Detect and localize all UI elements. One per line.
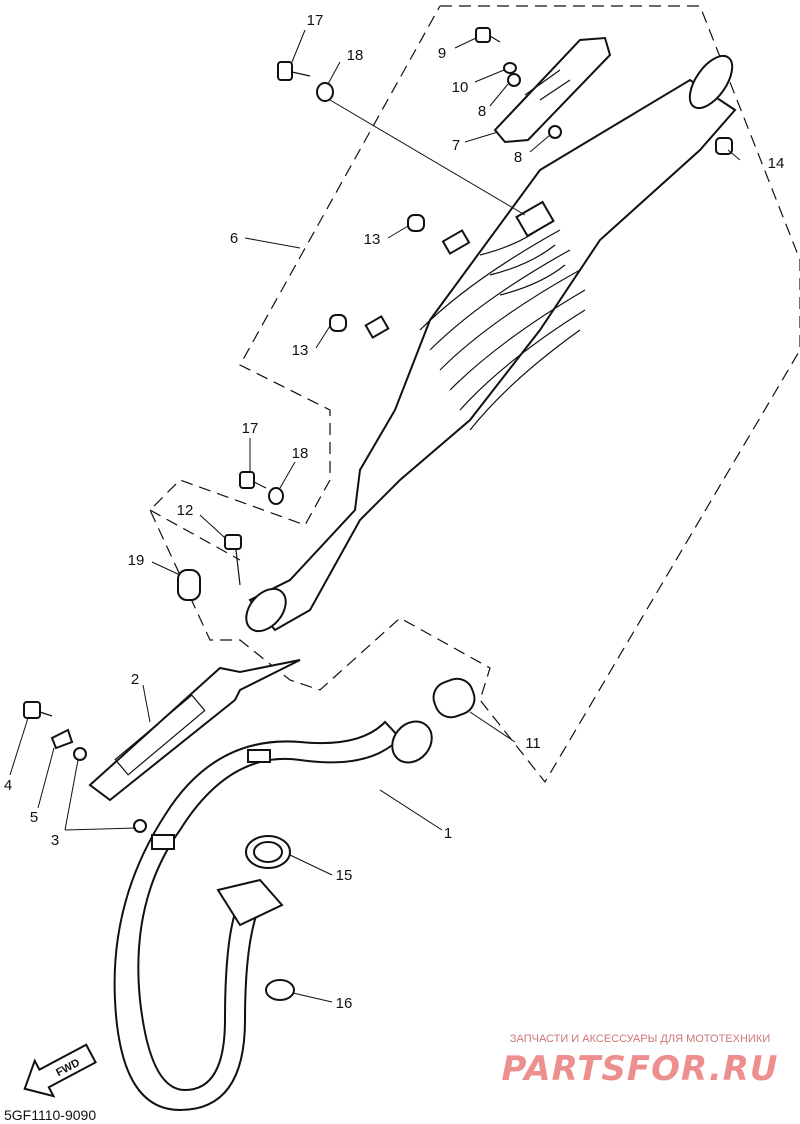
part-label-5: 5	[30, 809, 38, 826]
leader-lines	[9, 29, 741, 1003]
washer-3a	[73, 747, 87, 761]
part-label-15: 15	[336, 867, 353, 884]
part-label-4: 4	[4, 777, 12, 794]
part-label-16: 16	[336, 995, 353, 1012]
exhaust-protector	[88, 659, 301, 802]
part-label-13: 13	[292, 342, 309, 359]
rubber-13a	[407, 214, 425, 232]
part-label-8: 8	[514, 149, 522, 166]
watermark: ЗАПЧАСТИ И АКСЕССУАРЫ ДЛЯ МОТОТЕХНИКИ PA…	[501, 1033, 778, 1089]
part-label-17: 17	[242, 420, 259, 437]
watermark-brand: PARTSFOR.RU	[501, 1049, 778, 1089]
assembly-boundary	[149, 5, 800, 784]
part-label-7: 7	[452, 137, 460, 154]
watermark-subtitle: ЗАПЧАСТИ И АКСЕССУАРЫ ДЛЯ МОТОТЕХНИКИ	[510, 1033, 770, 1045]
washer-18a	[316, 82, 334, 102]
part-label-14: 14	[768, 155, 785, 172]
gasket-15-inner	[253, 841, 283, 863]
part-label-6: 6	[230, 230, 238, 247]
muffler-protector	[493, 36, 612, 144]
diagram-code: 5GF1110-9090	[4, 1107, 96, 1123]
part-label-10: 10	[452, 79, 469, 96]
part-label-9: 9	[438, 45, 446, 62]
part-label-1: 1	[444, 825, 452, 842]
part-label-12: 12	[177, 502, 194, 519]
part-label-18: 18	[292, 445, 309, 462]
part-label-8: 8	[478, 103, 486, 120]
part-label-13: 13	[364, 231, 381, 248]
bolt-4	[23, 701, 41, 719]
washer-18b	[268, 487, 284, 505]
part-label-18: 18	[347, 47, 364, 64]
part-label-19: 19	[128, 552, 145, 569]
part-label-2: 2	[131, 671, 139, 688]
collar-5	[50, 728, 74, 750]
washer-10	[503, 62, 517, 74]
washer-3b	[133, 819, 147, 833]
bolt-9	[475, 27, 491, 43]
fwd-arrow: FWD	[23, 1043, 97, 1098]
muffler-assembly	[245, 54, 737, 633]
exhaust-pipe	[113, 720, 433, 1112]
part-label-17: 17	[307, 12, 324, 29]
bolt-17a	[277, 61, 293, 81]
part-label-3: 3	[51, 832, 59, 849]
nut-16	[265, 979, 295, 1001]
hardware	[23, 27, 733, 1001]
grommet-19	[177, 569, 201, 601]
part-label-11: 11	[525, 735, 541, 752]
nut-8a	[507, 73, 521, 87]
nut-8b	[548, 125, 562, 139]
bush-11	[432, 677, 476, 719]
rubber-13b	[329, 314, 347, 332]
bolt-12	[224, 534, 242, 550]
bolt-17b	[239, 471, 255, 489]
part-labels: 17 18 9 10 8 7 8 14 6 13 13 17 18 12 19 …	[4, 12, 785, 1012]
